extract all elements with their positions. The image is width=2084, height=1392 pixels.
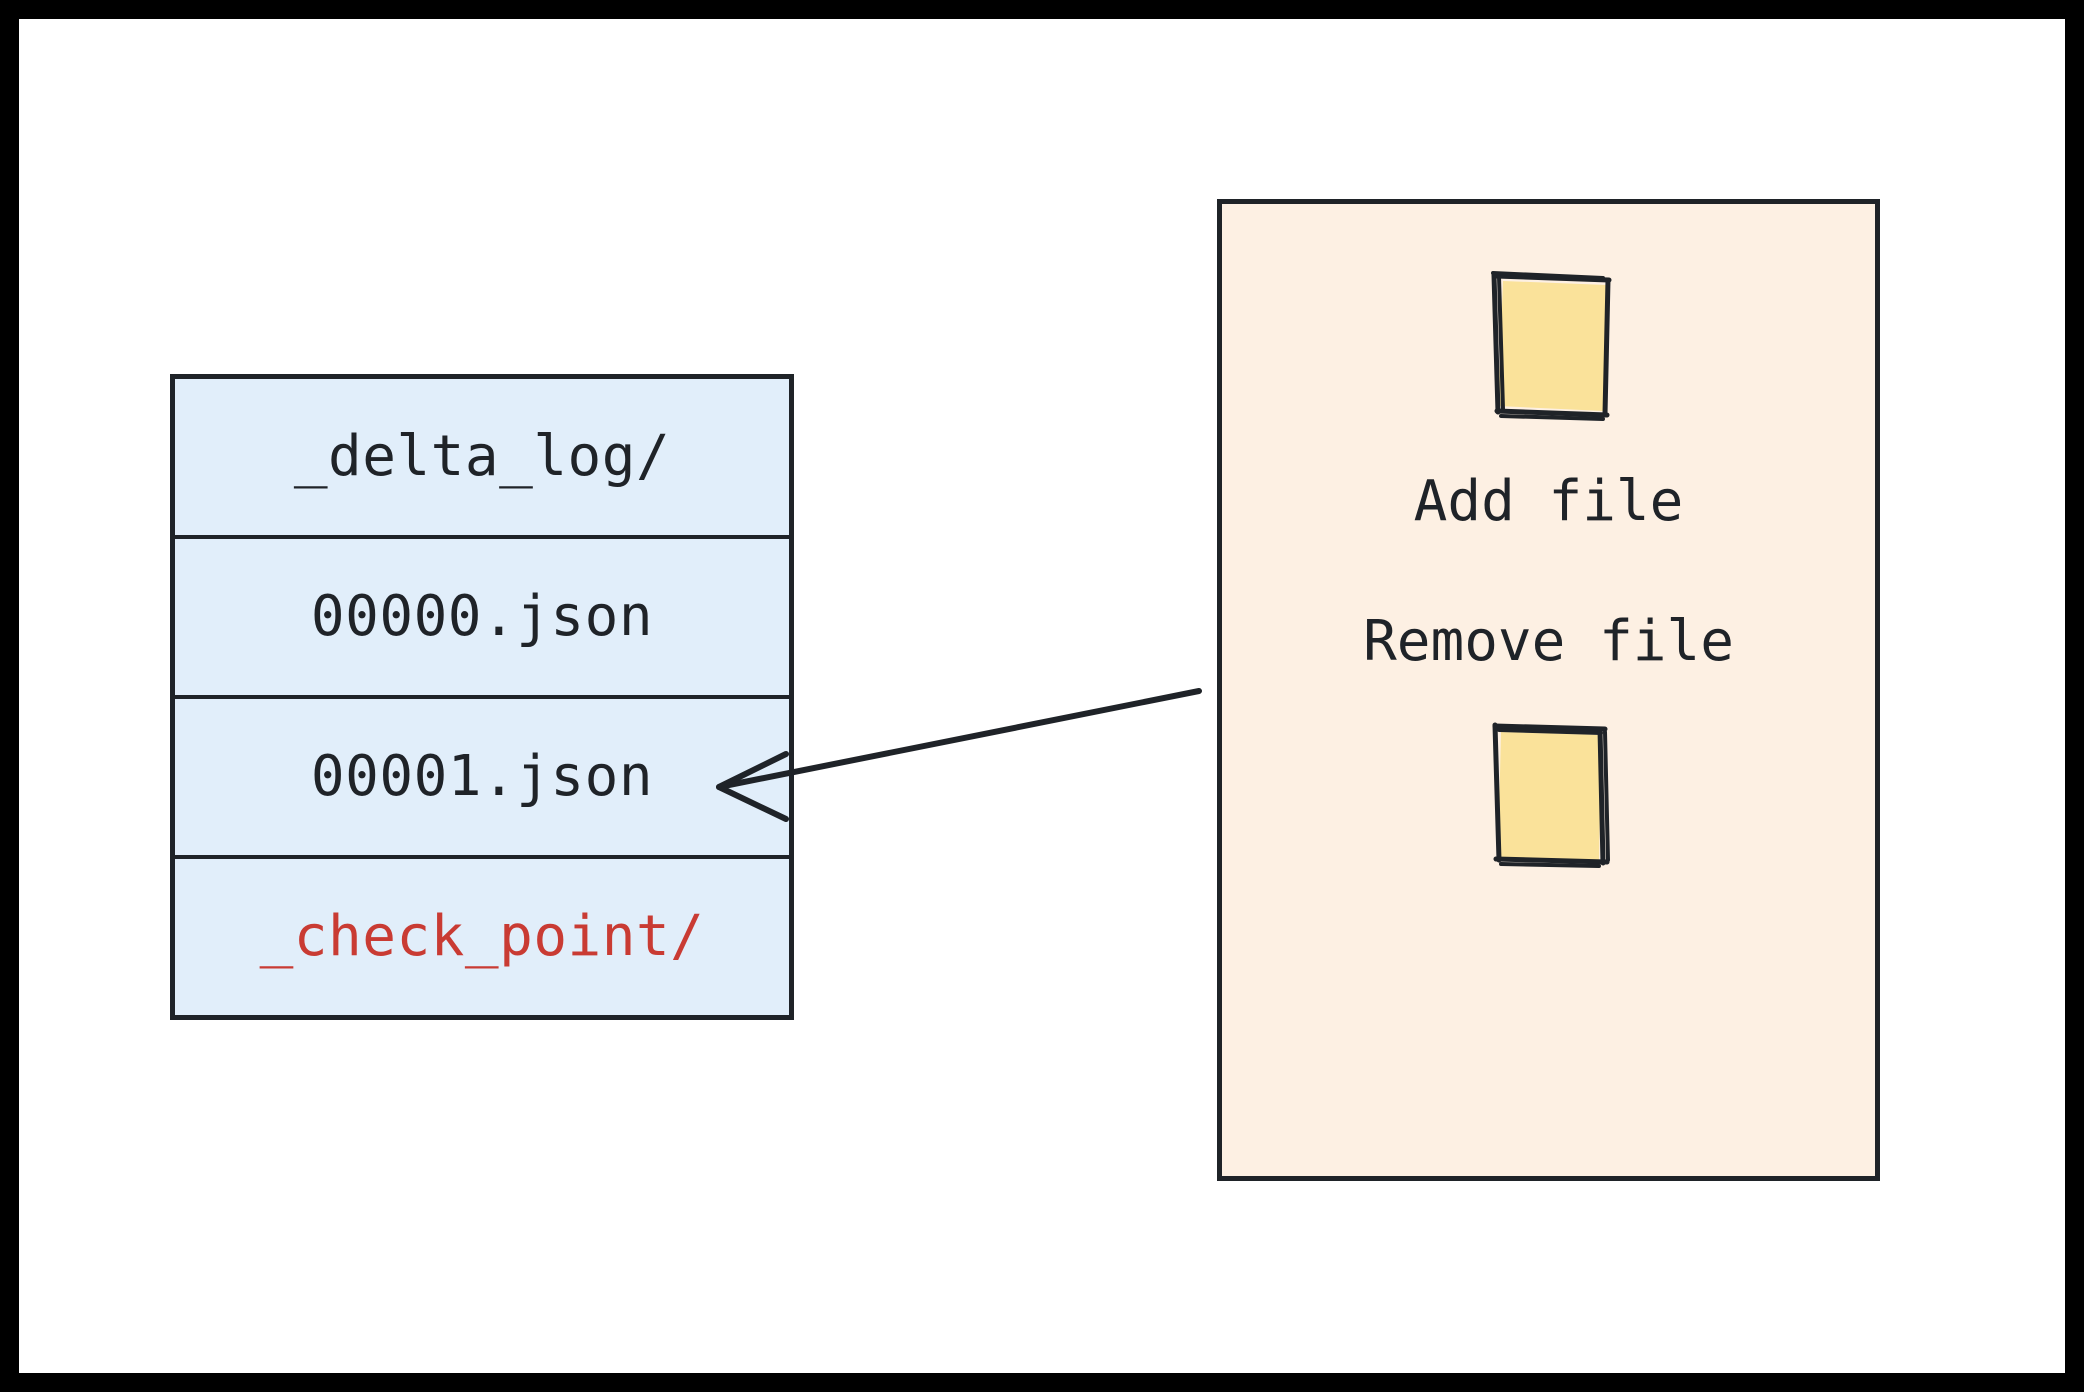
action-label-remove-file: Remove file [1363,609,1734,674]
table-row[interactable]: _delta_log/ [175,379,789,539]
table-row[interactable]: 00000.json [175,539,789,699]
action-label-add-file: Add file [1413,469,1684,534]
log-row-label-00000-json: 00000.json [310,584,654,649]
sticky-note-icon [1490,271,1611,421]
action-add-file[interactable]: Add file [1222,264,1875,530]
delta-log-table: _delta_log/ 00000.json 00001.json _check… [170,374,794,1020]
log-row-label-check-point: _check_point/ [259,904,705,969]
sticky-note-icon [1492,722,1610,868]
json-actions-panel: Add file Remove file [1217,199,1880,1181]
table-row[interactable]: 00001.json [175,699,789,859]
table-row[interactable]: _check_point/ [175,859,789,1015]
log-row-label-00001-json: 00001.json [310,744,654,809]
diagram-sheet: _delta_log/ 00000.json 00001.json _check… [19,19,2065,1373]
action-remove-file[interactable]: Remove file [1222,614,1875,880]
log-row-label-delta-log: _delta_log/ [293,424,671,489]
